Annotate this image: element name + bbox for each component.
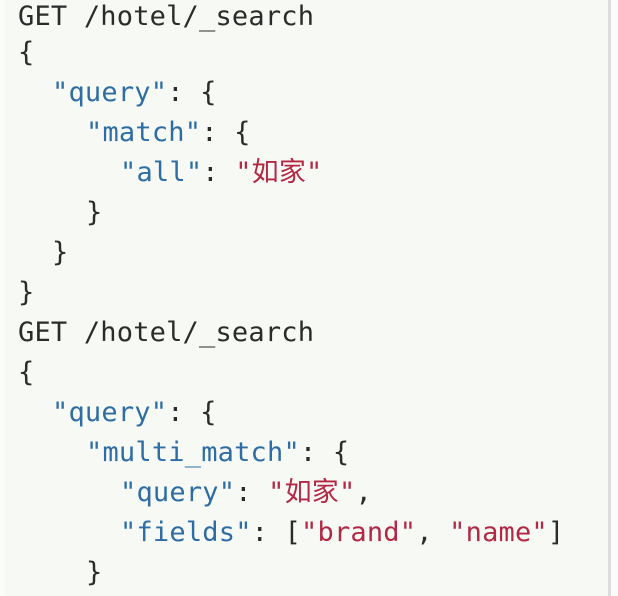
code-line-text: "query": { — [0, 393, 618, 433]
code-line: { — [0, 33, 618, 73]
token-key: "multi_match" — [86, 437, 300, 468]
token-punct: : — [235, 477, 269, 508]
token-punct: : { — [167, 77, 217, 108]
code-line-text: } — [0, 193, 618, 233]
code-line: GET /hotel/_search — [0, 0, 618, 33]
code-line: "query": "如家", — [0, 473, 618, 513]
code-line-text: } — [0, 273, 618, 313]
token-punct: ] — [547, 517, 565, 548]
token-punct: } — [52, 237, 69, 268]
code-line: "match": { — [0, 113, 618, 153]
token-key: "match" — [86, 117, 202, 148]
token-punct: } — [86, 557, 103, 588]
token-string: "name" — [449, 517, 548, 548]
code-line: } — [0, 273, 618, 313]
code-line-text: } — [0, 553, 618, 593]
token-punct: { — [18, 37, 35, 68]
code-line-text: "all": "如家" — [0, 153, 618, 193]
code-line-text: } — [0, 233, 618, 273]
token-key: "query" — [52, 77, 168, 108]
code-line-text: "match": { — [0, 113, 618, 153]
code-line: "query": { — [0, 393, 618, 433]
token-key: "query" — [52, 397, 168, 428]
token-punct: , — [355, 477, 372, 508]
code-line-text: GET /hotel/_search — [0, 0, 618, 33]
token-punct: { — [18, 357, 35, 388]
right-edge-strip — [608, 0, 618, 596]
token-punct: : — [202, 157, 236, 188]
code-line: "fields": ["brand", "name"] — [0, 513, 618, 553]
token-string: "brand" — [301, 517, 417, 548]
token-string: "如家" — [268, 477, 356, 508]
code-line: GET /hotel/_search — [0, 313, 618, 353]
token-key: "query" — [120, 477, 236, 508]
right-edge-divider — [608, 0, 611, 596]
token-punct: : [ — [251, 517, 302, 548]
token-key: "fields" — [120, 517, 252, 548]
code-line-text: { — [0, 353, 618, 393]
code-line-text: "multi_match": { — [0, 433, 618, 473]
code-line: } — [0, 193, 618, 233]
token-punct: : { — [201, 117, 251, 148]
token-method: GET /hotel/_search — [18, 1, 315, 32]
token-punct: } — [18, 277, 35, 308]
code-line: "all": "如家" — [0, 153, 618, 193]
code-line-text: GET /hotel/_search — [0, 313, 618, 353]
left-edge-strip — [0, 0, 5, 596]
code-line: "multi_match": { — [0, 433, 618, 473]
token-punct: , — [416, 517, 450, 548]
code-line-text: "query": { — [0, 73, 618, 113]
token-string: "如家" — [235, 157, 323, 188]
code-line-text: "query": "如家", — [0, 473, 618, 513]
token-method: GET /hotel/_search — [18, 317, 315, 348]
token-punct: : { — [167, 397, 217, 428]
code-line: "query": { — [0, 73, 618, 113]
token-key: "all" — [120, 157, 203, 188]
code-line: } — [0, 553, 618, 593]
code-line: } — [0, 233, 618, 273]
token-punct: } — [86, 197, 103, 228]
code-line-text: { — [0, 33, 618, 73]
token-punct: : { — [299, 437, 350, 468]
code-line-text: "fields": ["brand", "name"] — [0, 513, 618, 553]
code-line: { — [0, 353, 618, 393]
